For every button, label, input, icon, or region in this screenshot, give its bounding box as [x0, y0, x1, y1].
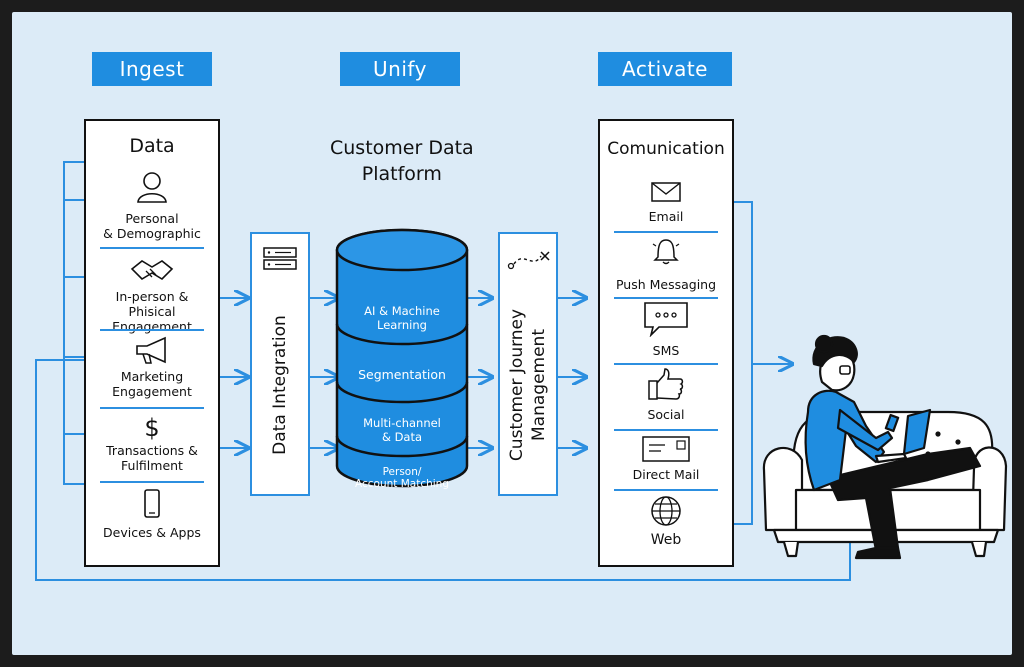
megaphone-icon — [136, 336, 166, 364]
comm-item-push: Push Messaging — [615, 277, 717, 292]
customer-journey-box: Customer Journey Management — [498, 232, 558, 496]
cdp-segment-segmentation: Segmentation — [358, 367, 446, 382]
diagram-canvas: Ingest Unify Activate Data Personal & De… — [12, 12, 1012, 655]
data-item-marketing: Marketing Engagement — [112, 369, 192, 399]
email-icon — [651, 182, 681, 202]
divider — [614, 489, 718, 491]
customer-on-sofa-illustration — [762, 334, 1008, 560]
dollar-icon: $ — [144, 414, 159, 441]
divider — [614, 429, 718, 431]
data-item-personal: Personal & Demographic — [103, 211, 201, 241]
divider — [100, 329, 204, 331]
divider — [614, 363, 718, 365]
header-ingest: Ingest — [92, 52, 212, 86]
comm-item-web: Web — [650, 532, 682, 548]
svg-text:$: $ — [144, 414, 159, 441]
comm-item-direct-mail: Direct Mail — [632, 467, 700, 482]
comm-item-sms: SMS — [652, 343, 680, 358]
communication-title: Comunication — [607, 139, 725, 159]
cdp-database: AI & Machine Learning Segmentation Multi… — [334, 226, 470, 490]
thumbs-up-icon — [648, 368, 684, 400]
data-integration-label: Data Integration — [270, 314, 290, 455]
comm-item-social: Social — [647, 407, 685, 422]
divider — [100, 247, 204, 249]
handshake-icon — [130, 260, 174, 281]
mobile-phone-icon — [144, 489, 160, 518]
data-item-inperson: In-person & Phisical Engagement — [112, 289, 192, 334]
header-unify: Unify — [340, 52, 460, 86]
divider — [614, 231, 718, 233]
cdp-segment-ai: AI & Machine Learning — [364, 304, 440, 332]
communication-column: Comunication Email Push Messaging SMS So… — [598, 119, 734, 567]
header-activate: Activate — [598, 52, 732, 86]
data-integration-box: Data Integration — [250, 232, 310, 496]
cdp-segment-multichannel: Multi-channel & Data — [363, 416, 441, 444]
divider — [614, 297, 718, 299]
person-icon — [137, 172, 167, 203]
divider — [100, 407, 204, 409]
bell-icon — [652, 239, 680, 265]
data-column-title: Data — [129, 135, 175, 157]
chat-bubble-icon — [644, 302, 688, 337]
comm-item-email: Email — [648, 209, 684, 224]
server-icon — [263, 247, 297, 270]
data-item-transactions: Transactions & Fulfilment — [106, 443, 198, 473]
mail-envelope-icon — [642, 436, 690, 462]
cdp-segment-person: Person/ Account Matching — [354, 466, 449, 490]
data-column: Data Personal & Demographic In-person & … — [84, 119, 220, 567]
customer-journey-label: Customer Journey Management — [507, 308, 549, 461]
globe-icon — [651, 496, 681, 526]
cdp-title: Customer Data Platform — [330, 137, 474, 185]
journey-path-icon — [507, 251, 550, 270]
divider — [100, 481, 204, 483]
connector-lines — [35, 161, 851, 581]
data-item-devices: Devices & Apps — [103, 525, 201, 540]
database-cylinder-shape — [335, 228, 469, 488]
